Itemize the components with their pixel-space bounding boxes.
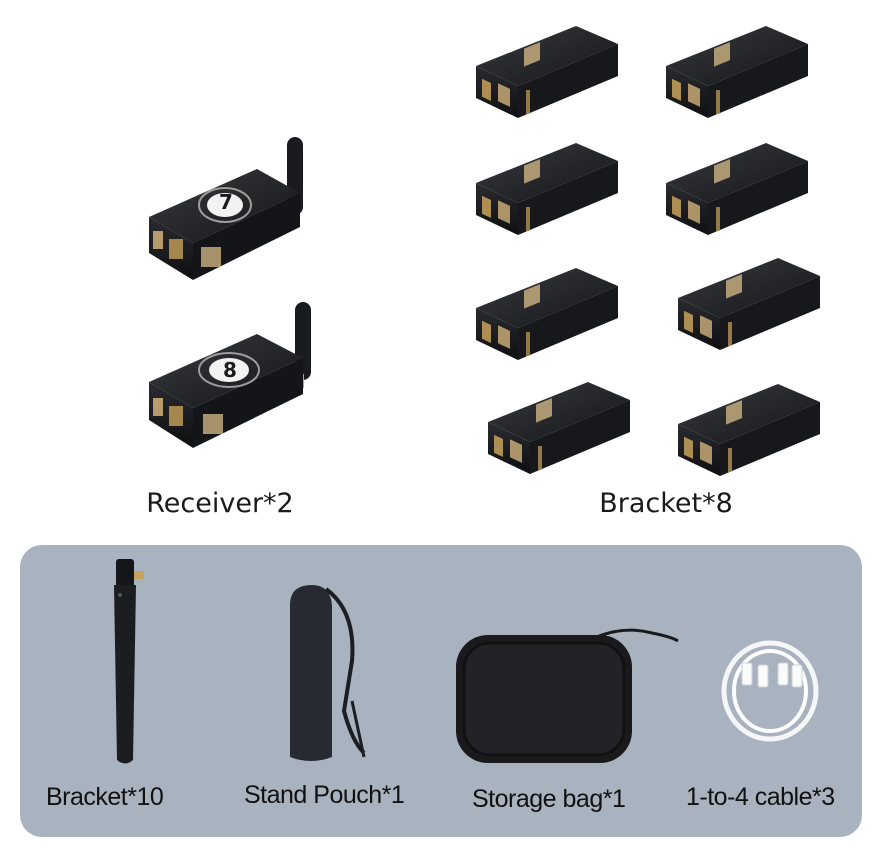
- receiver-caption: Receiver*2: [146, 488, 294, 519]
- storage-bag-image: [456, 628, 679, 763]
- receiver-device-7: [149, 137, 303, 280]
- bracket-box-3: [476, 143, 618, 235]
- accessory-label-cable: 1-to-4 cable*3: [686, 783, 835, 811]
- bracket-box-8: [678, 384, 820, 476]
- accessory-label-stand-pouch: Stand Pouch*1: [244, 781, 405, 809]
- accessories-panel: Bracket*10 Stand Pouch*1 Storage bag*1 1…: [20, 545, 862, 837]
- stand-pouch-image: [290, 585, 366, 761]
- bracket-box-6: [678, 258, 820, 350]
- bracket-box-1: [476, 26, 618, 118]
- receiver-number-8: 8: [223, 358, 237, 382]
- receiver-device-8: [149, 302, 311, 448]
- accessory-label-bracket: Bracket*10: [46, 783, 164, 811]
- bracket-stick-image: [114, 559, 144, 764]
- receiver-number-7: 7: [219, 190, 233, 214]
- accessory-label-storage-bag: Storage bag*1: [472, 785, 626, 813]
- bracket-box-5: [476, 268, 618, 360]
- bracket-box-7: [488, 382, 630, 474]
- cable-image: [721, 640, 819, 742]
- bracket-caption: Bracket*8: [599, 488, 733, 519]
- bracket-box-2: [666, 26, 808, 118]
- bracket-box-4: [666, 143, 808, 235]
